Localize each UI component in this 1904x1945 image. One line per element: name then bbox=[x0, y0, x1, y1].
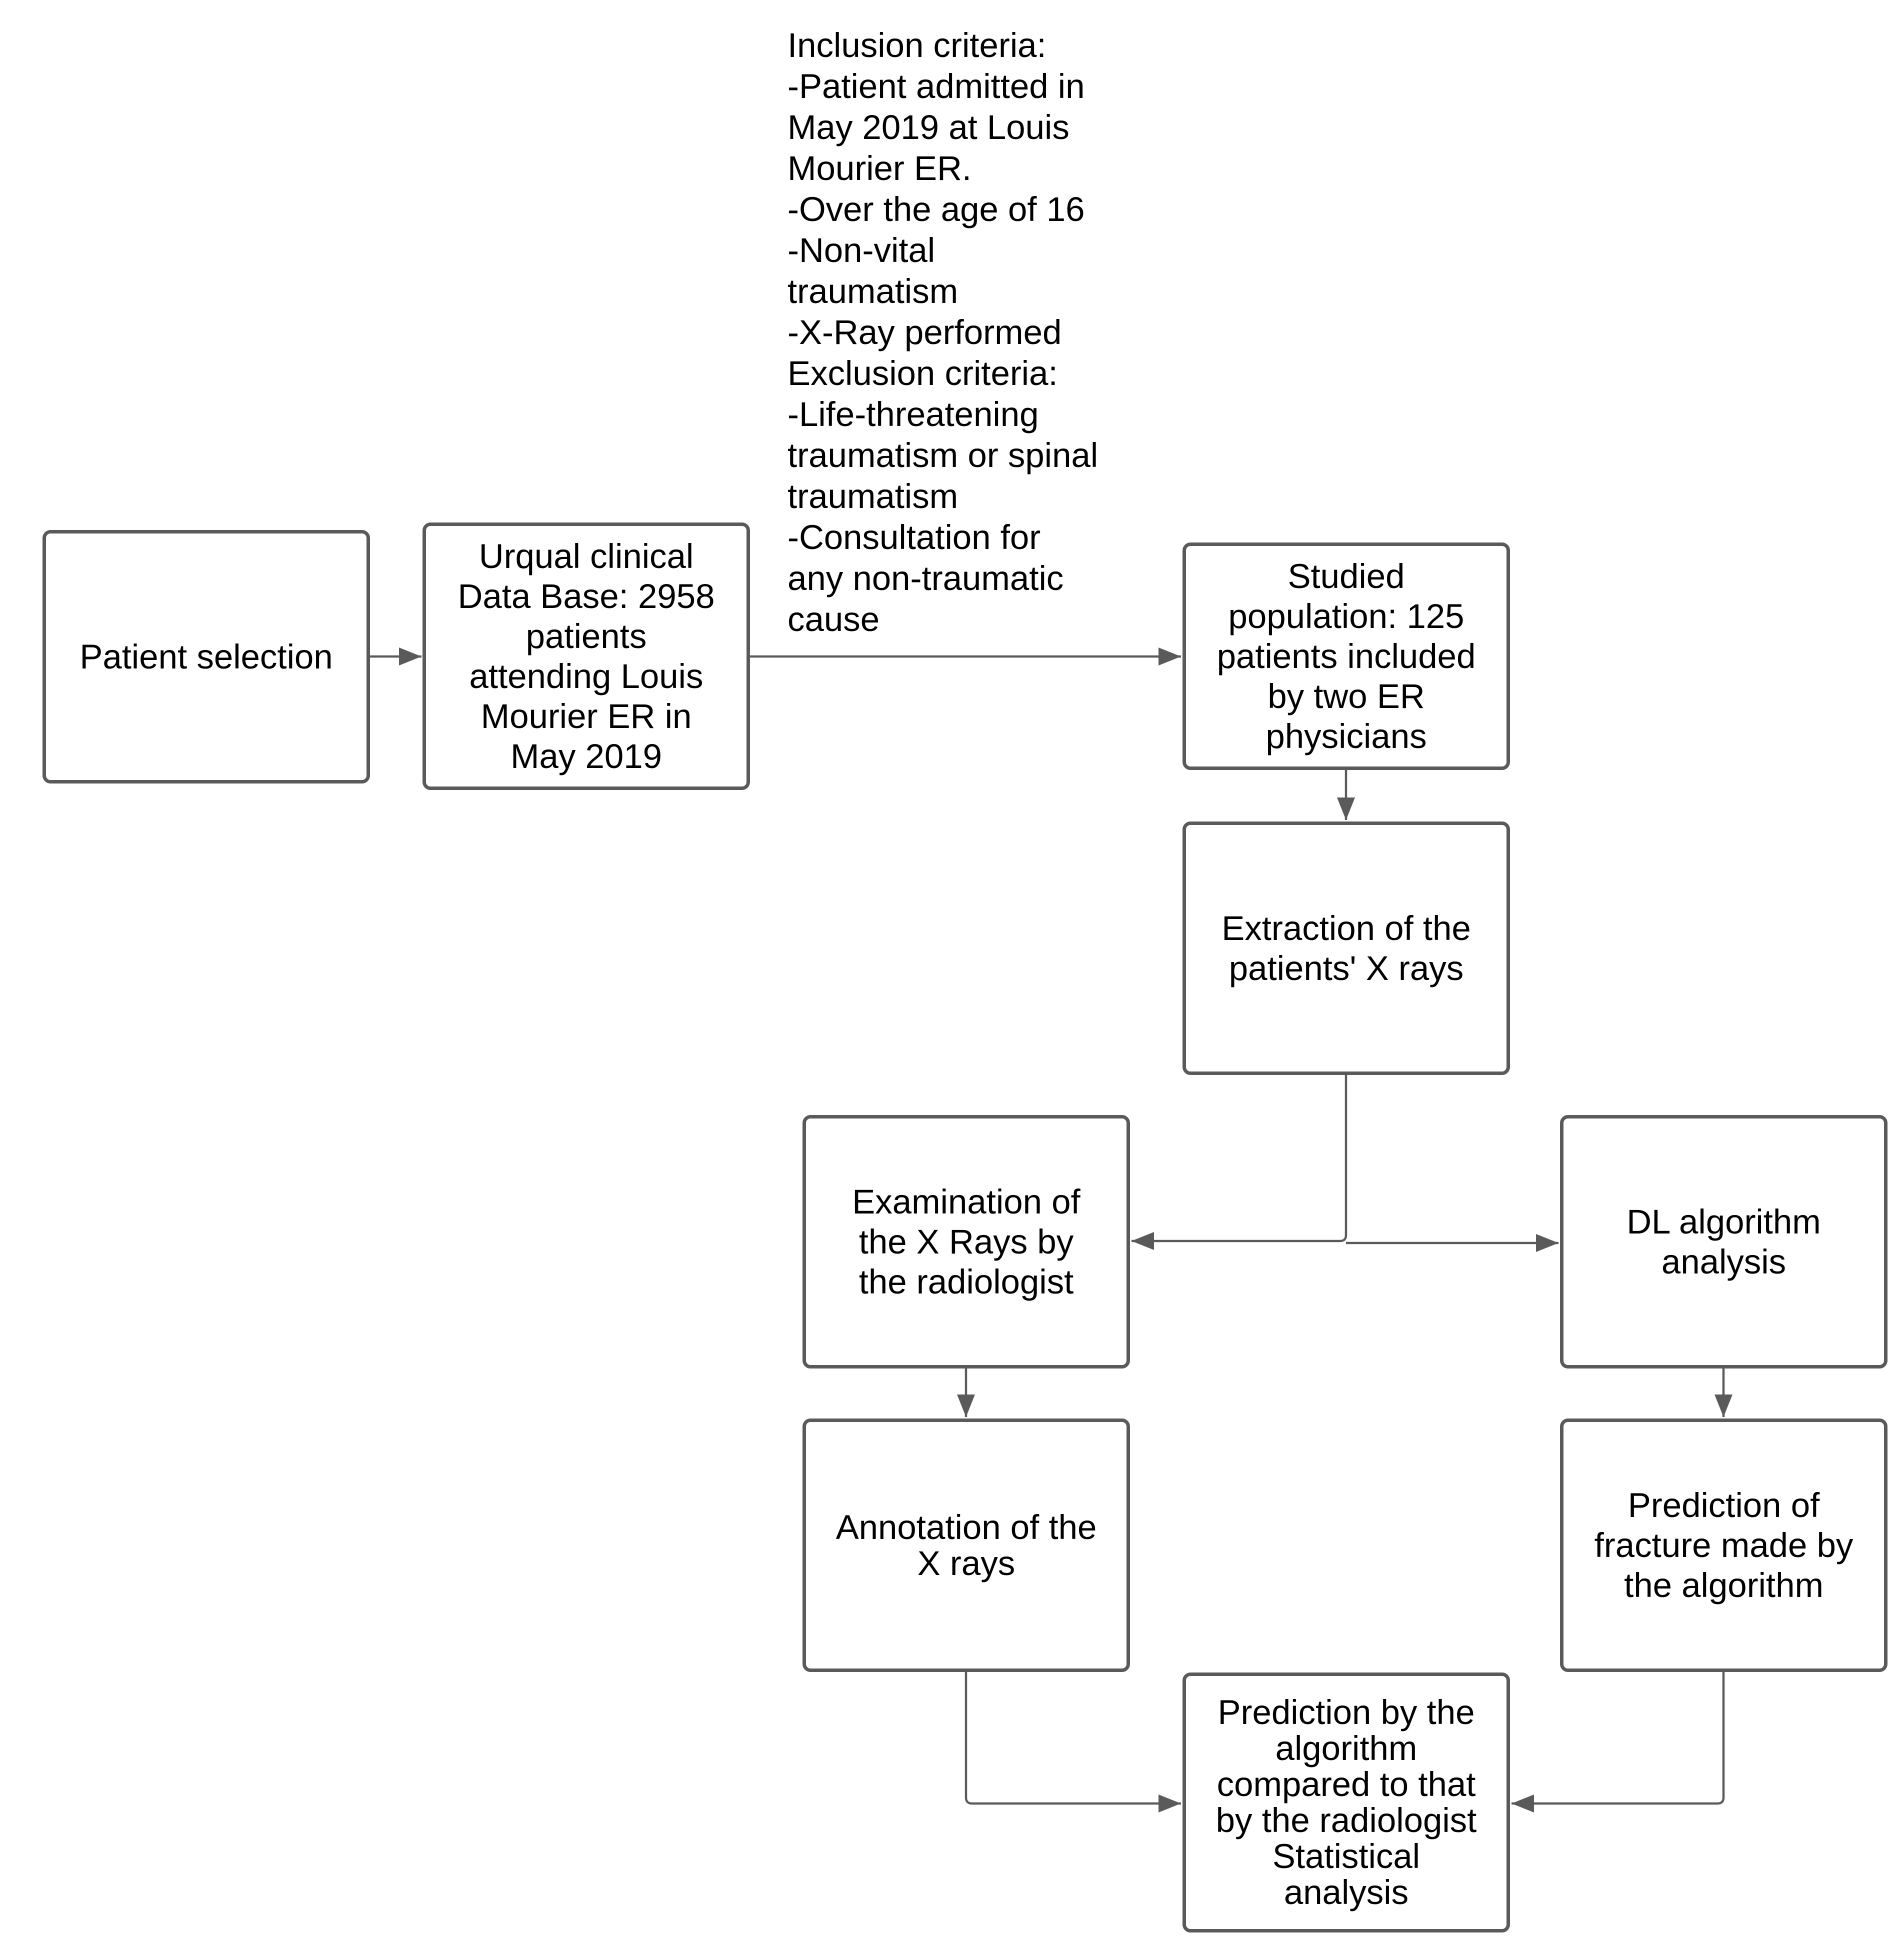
node-label: Extraction of the patients' X rays bbox=[1222, 908, 1471, 988]
node-label: Patient selection bbox=[80, 637, 333, 676]
node-label: Examination of the X Rays by the radiolo… bbox=[852, 1182, 1080, 1301]
node-urqual-database: Urqual clinical Data Base: 2958 patients… bbox=[422, 522, 750, 790]
node-algorithm-prediction: Prediction of fracture made by the algor… bbox=[1560, 1418, 1888, 1672]
node-label: DL algorithm analysis bbox=[1626, 1202, 1821, 1281]
node-patient-selection: Patient selection bbox=[42, 530, 370, 784]
node-comparison-analysis: Prediction by the algorithm compared to … bbox=[1182, 1672, 1510, 1932]
arrow-annotation-to-comparison bbox=[964, 1672, 1181, 1812]
node-xray-extraction: Extraction of the patients' X rays bbox=[1182, 822, 1510, 1075]
node-radiologist-examination: Examination of the X Rays by the radiolo… bbox=[802, 1115, 1130, 1368]
node-label: Studied population: 125 patients include… bbox=[1216, 556, 1476, 756]
arrow-prediction-to-comparison bbox=[1512, 1672, 1725, 1812]
node-label: Prediction of fracture made by the algor… bbox=[1594, 1486, 1854, 1604]
node-xray-annotation: Annotation of the X rays bbox=[802, 1418, 1130, 1672]
node-label: Prediction by the algorithm compared to … bbox=[1216, 1693, 1477, 1912]
node-label: Urqual clinical Data Base: 2958 patients… bbox=[458, 536, 715, 776]
node-dl-algorithm: DL algorithm analysis bbox=[1560, 1115, 1888, 1368]
criteria-text: Inclusion criteria: -Patient admitted in… bbox=[788, 26, 1098, 638]
node-studied-population: Studied population: 125 patients include… bbox=[1182, 542, 1510, 770]
node-label: Annotation of the X rays bbox=[836, 1508, 1097, 1582]
arrow-extraction-to-examination bbox=[1132, 1075, 1348, 1250]
